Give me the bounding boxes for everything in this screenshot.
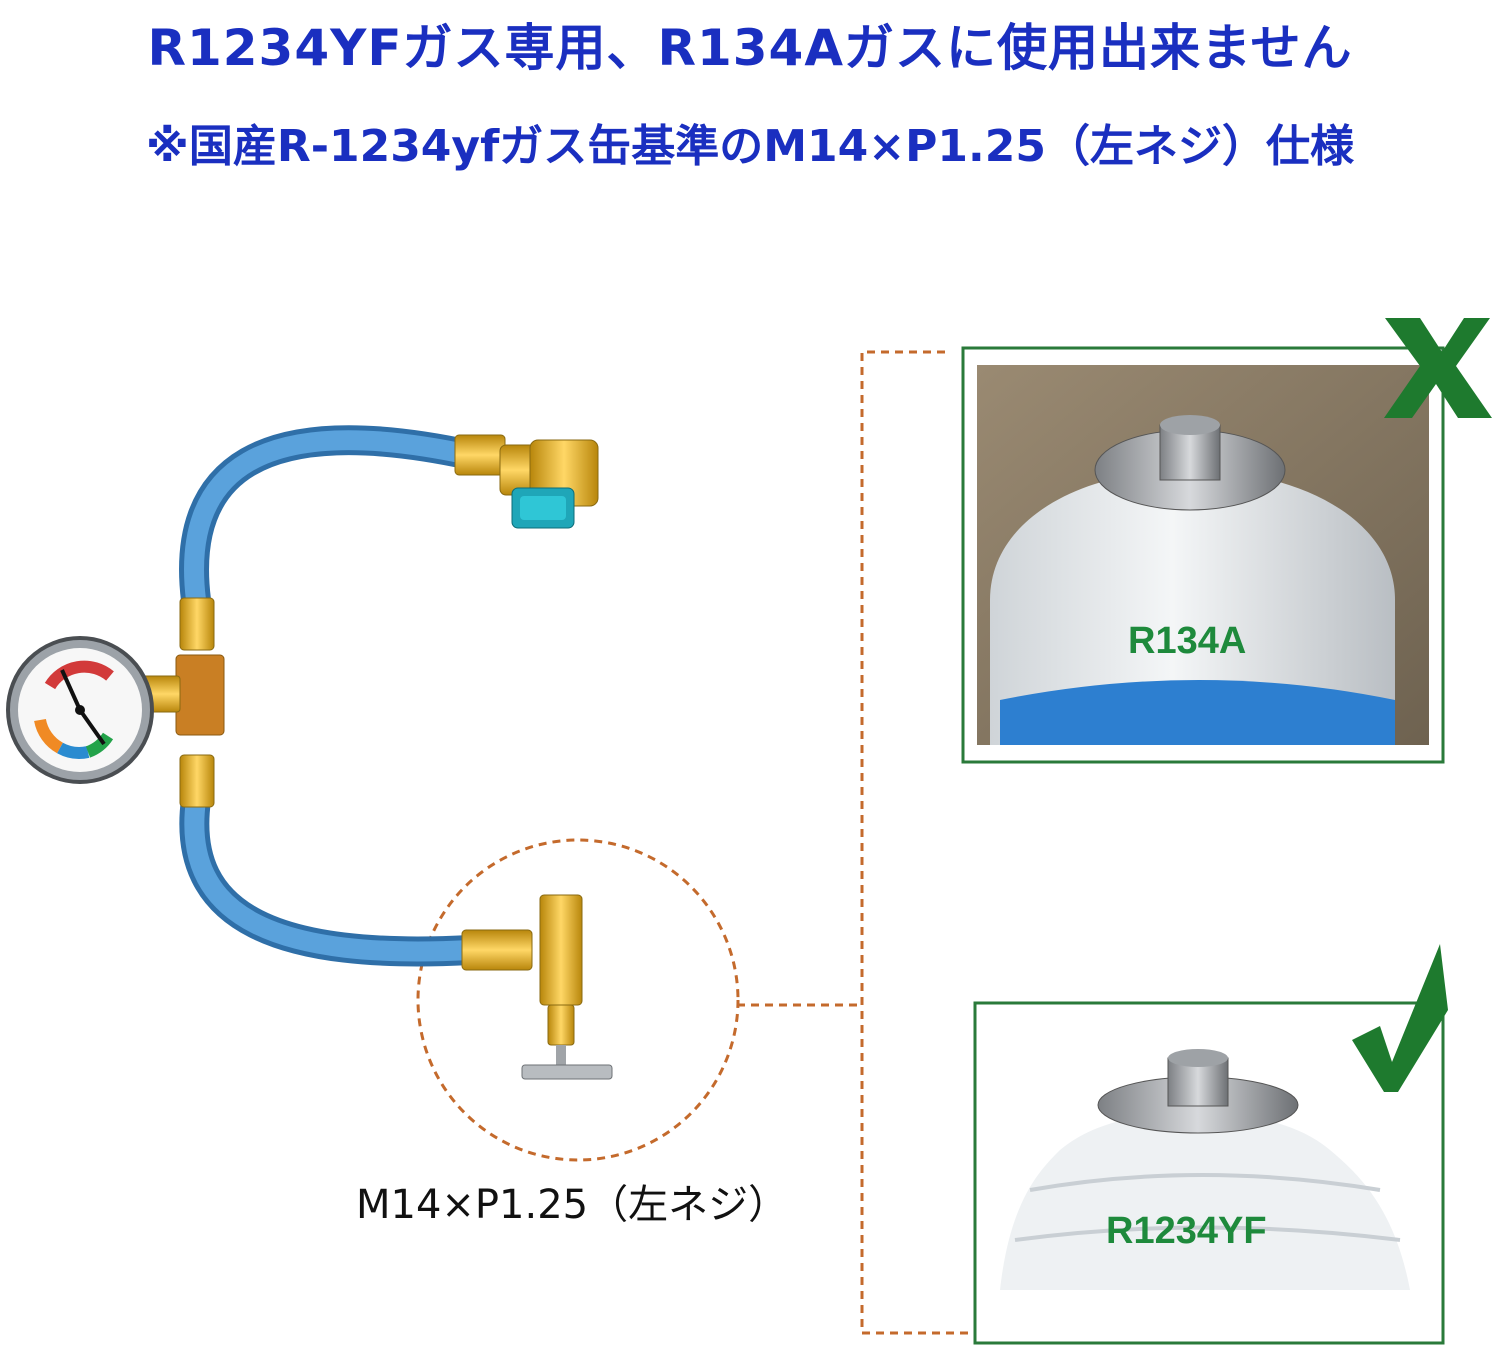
callout-connector	[737, 350, 975, 1335]
headline-thread-spec: ※国産R-1234yfガス缶基準のM14×P1.25（左ネジ）仕様	[146, 121, 1354, 172]
check-mark-icon	[1352, 944, 1448, 1092]
thread-spec-caption: M14×P1.25（左ネジ）	[356, 1182, 789, 1228]
charging-hose	[179, 425, 485, 967]
quick-coupler	[454, 434, 599, 529]
fitting-callout-circle	[416, 838, 740, 1162]
can-label-r134a: R134A	[1128, 620, 1247, 662]
pressure-gauge-icon	[6, 636, 154, 784]
headline-compatibility: R1234YFガス専用、R134Aガスに使用出来ません	[147, 19, 1353, 77]
cross-mark-icon	[1384, 318, 1492, 418]
tee-fitting	[139, 597, 225, 808]
panel-r134a	[961, 346, 1445, 764]
can-label-r1234yf: R1234YF	[1106, 1210, 1267, 1252]
piercing-valve	[461, 894, 613, 1080]
